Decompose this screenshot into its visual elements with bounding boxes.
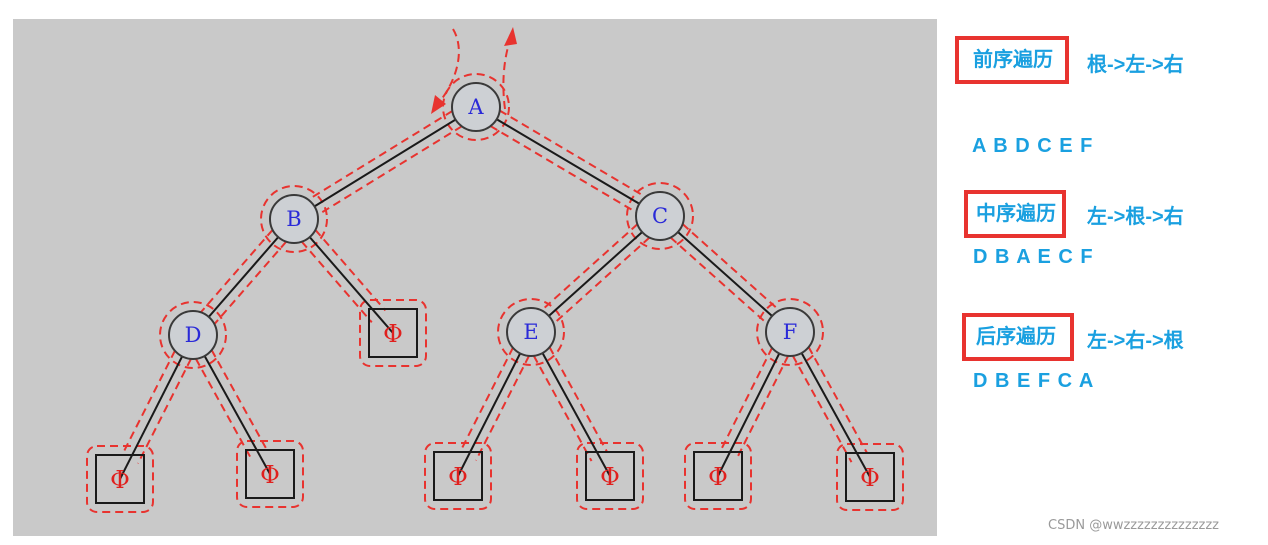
null-leaf-phi-f2 <box>845 452 895 502</box>
null-leaf-phi-e1 <box>433 451 483 501</box>
null-symbol: Φ <box>110 466 130 494</box>
preorder-sequence: A B D C E F <box>972 135 1094 157</box>
trace-halo-phi-d1 <box>86 445 154 513</box>
null-leaf-phi-f1 <box>693 451 743 501</box>
node-label-B: B <box>286 207 301 231</box>
trace-line <box>316 125 463 216</box>
trace-halo-phi-d2 <box>236 440 304 508</box>
null-symbol: Φ <box>860 464 880 492</box>
postorder-rule: 左->右->根 <box>1087 330 1184 352</box>
inorder-rule: 左->根->右 <box>1087 206 1184 228</box>
trace-halo-B <box>260 185 328 253</box>
trace-line <box>791 355 853 463</box>
trace-line <box>681 223 781 312</box>
node-A <box>451 82 501 132</box>
node-B <box>269 194 319 244</box>
null-leaf-phi-d2 <box>245 449 295 499</box>
trace-halo-C <box>626 182 694 250</box>
postorder-sequence: D B E F C A <box>973 370 1095 392</box>
node-label-E: E <box>523 320 538 344</box>
tree-nodes: A B C D E F Φ Φ Φ Φ Φ Φ Φ <box>95 82 895 504</box>
preorder-rule: 根->左->右 <box>1087 54 1184 76</box>
node-F <box>765 307 815 357</box>
node-label-D: D <box>185 323 202 347</box>
trace-line <box>199 229 274 314</box>
trace-line <box>718 347 774 453</box>
preorder-title: 前序遍历 <box>955 36 1069 84</box>
trace-line <box>475 355 530 461</box>
trace-line <box>137 358 192 464</box>
trace-line <box>210 349 269 451</box>
trace-halo-D <box>159 301 227 369</box>
trace-line <box>213 240 288 325</box>
trace-line <box>807 346 869 454</box>
null-symbol: Φ <box>260 461 280 489</box>
trace-line <box>552 236 651 325</box>
trace-line <box>540 223 639 312</box>
trace-halo-F <box>756 298 824 366</box>
trace-halo-phi-b <box>359 299 427 367</box>
edge-B-phi-b <box>293 218 394 334</box>
edge-C-F <box>659 215 791 333</box>
null-symbol: Φ <box>383 320 403 348</box>
null-symbol: Φ <box>708 463 728 491</box>
trace-line <box>459 347 514 453</box>
trace-line <box>307 110 454 201</box>
edge-A-C <box>475 106 661 217</box>
trace-halo-E <box>497 298 565 366</box>
trace-line <box>300 240 373 323</box>
arrow-head-up-icon <box>504 27 517 46</box>
trace-line <box>532 355 593 462</box>
postorder-title: 后序遍历 <box>962 313 1074 361</box>
trace-line <box>734 355 790 461</box>
trace-halo-phi-f2 <box>836 443 904 511</box>
null-leaf-phi-d1 <box>95 454 145 504</box>
traversal-trace <box>86 27 904 513</box>
node-label-C: C <box>652 204 668 228</box>
edge-A-B <box>293 106 477 220</box>
null-leaf-phi-e2 <box>585 451 635 501</box>
watermark: CSDN @wwzzzzzzzzzzzzzz <box>1048 518 1219 533</box>
inorder-title: 中序遍历 <box>964 190 1066 238</box>
node-label-A: A <box>467 95 484 119</box>
trace-line <box>669 236 769 325</box>
tree-canvas: A B C D E F Φ Φ Φ Φ Φ Φ Φ <box>86 27 904 513</box>
tree-edges <box>119 106 871 480</box>
trace-line <box>489 125 637 214</box>
trace-entry-arrow <box>437 28 460 105</box>
binary-tree-diagram: A B C D E F Φ Φ Φ Φ Φ Φ Φ <box>13 19 937 536</box>
trace-line <box>314 229 387 312</box>
edge-B-D <box>192 218 295 336</box>
trace-halo-A <box>442 73 510 141</box>
trace-halo-phi-f1 <box>684 442 752 510</box>
trace-halo-phi-e2 <box>576 442 644 510</box>
trace-halo-phi-e1 <box>424 442 492 510</box>
arrow-head-down-icon <box>431 95 446 114</box>
node-E <box>506 307 556 357</box>
inorder-sequence: D B A E C F <box>973 246 1094 268</box>
trace-line <box>499 109 647 198</box>
node-C <box>635 191 685 241</box>
null-symbol: Φ <box>600 463 620 491</box>
node-label-F: F <box>783 320 798 344</box>
trace-line <box>121 350 176 456</box>
node-D <box>168 310 218 360</box>
null-symbol: Φ <box>448 463 468 491</box>
null-leaf-phi-b <box>368 308 418 358</box>
trace-line <box>548 346 609 453</box>
edge-C-E <box>530 215 661 333</box>
